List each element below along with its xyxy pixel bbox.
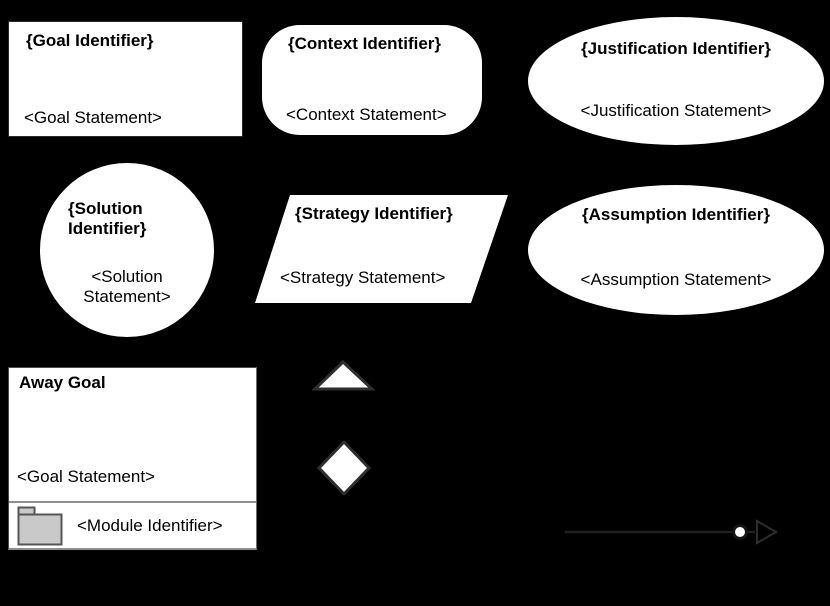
solution-statement: <Solution Statement> [83, 267, 171, 306]
assumption-identifier: {Assumption Identifier} [582, 205, 770, 224]
solution-node: {Solution Identifier} <Solution Statemen… [40, 163, 214, 337]
module-folder-icon [17, 506, 63, 546]
away-goal-node: Away Goal <Goal Statement> <Module Ident… [8, 367, 257, 550]
context-identifier: {Context Identifier} [288, 34, 442, 53]
assumption-node: {Assumption Identifier} <Assumption Stat… [528, 185, 824, 315]
context-node: {Context Identifier} <Context Statement> [262, 25, 482, 135]
undeveloped-triangle-icon [311, 359, 376, 391]
uninstantiated-diamond-icon [316, 439, 372, 497]
away-goal-divider [9, 501, 256, 503]
goal-identifier: {Goal Identifier} [26, 31, 154, 50]
goal-statement: <Goal Statement> [24, 108, 162, 127]
away-goal-title: Away Goal [19, 373, 106, 392]
strategy-statement: <Strategy Statement> [280, 268, 446, 287]
justification-statement: <Justification Statement> [580, 101, 772, 120]
justification-identifier: {Justification Identifier} [581, 39, 771, 58]
connector-arrow-icon [565, 519, 778, 545]
justification-node: {Justification Identifier} <Justificatio… [528, 17, 824, 145]
assumption-statement: <Assumption Statement> [580, 270, 772, 289]
away-goal-statement: <Goal Statement> [17, 467, 155, 486]
module-identifier-label: <Module Identifier> [77, 516, 223, 535]
goal-node: {Goal Identifier} <Goal Statement> [8, 21, 243, 137]
strategy-identifier: {Strategy Identifier} [295, 204, 453, 223]
module-row: <Module Identifier> [9, 503, 256, 549]
solution-identifier: {Solution Identifier} [68, 199, 147, 238]
context-statement: <Context Statement> [286, 105, 447, 124]
strategy-node: {Strategy Identifier} <Strategy Statemen… [255, 195, 508, 303]
